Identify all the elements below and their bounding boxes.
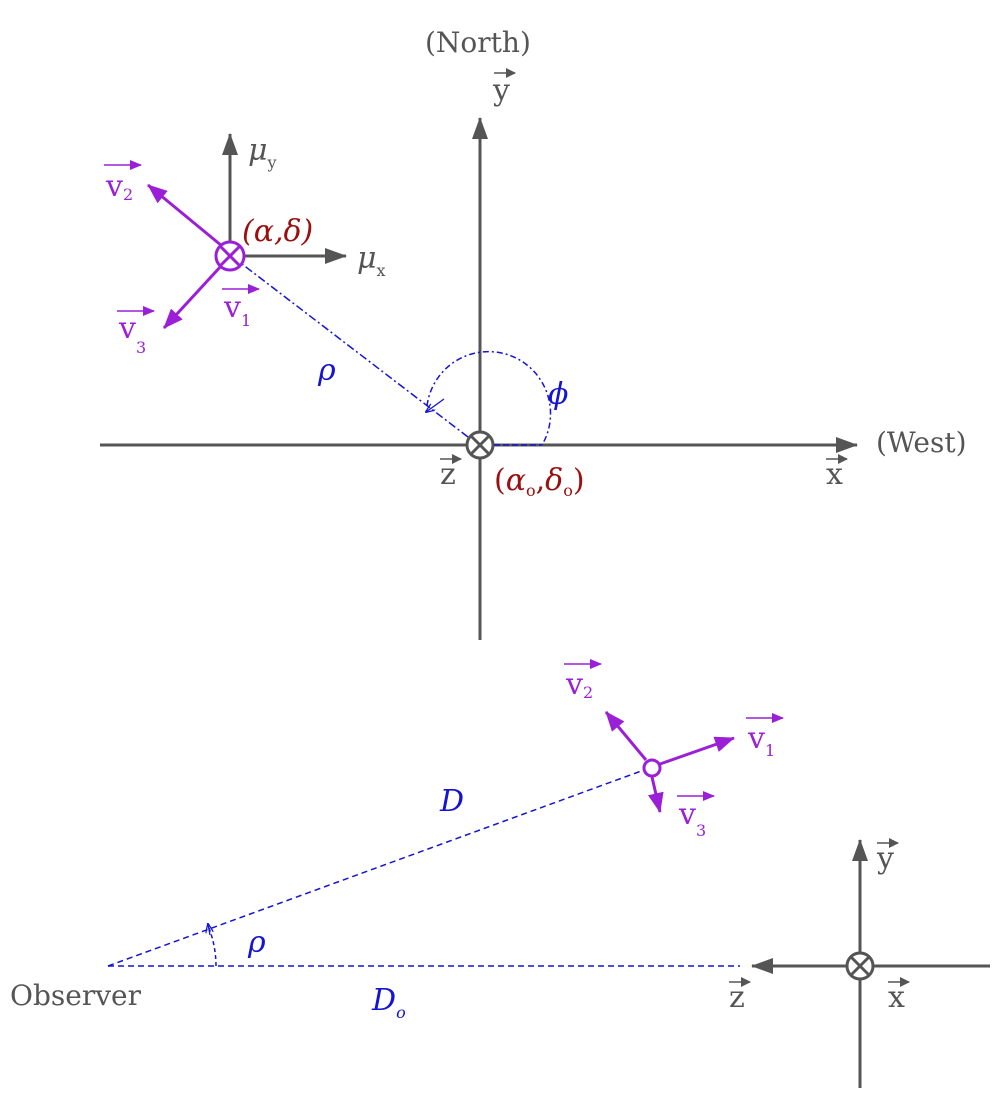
svg-text:v2: v2: [565, 667, 593, 702]
phi-arc: [426, 350, 552, 446]
origin-coord-label: (αo,δo): [494, 463, 585, 500]
top-v1-label: v1: [222, 284, 260, 330]
bottom-y-vector-label: y: [876, 838, 899, 876]
top-y-vector-label: y: [492, 68, 516, 108]
d0-label: Do: [371, 983, 406, 1022]
svg-text:z: z: [440, 457, 456, 492]
top-z-vector-label: z: [440, 454, 462, 492]
star-coord-label: (α,δ): [242, 214, 313, 249]
top-rho-arrow: [426, 398, 445, 412]
bottom-x-vector-label: x: [888, 977, 910, 1015]
bottom-panel: Observer D ρ Do v2 v1 v3 y z x: [10, 659, 990, 1088]
top-rho-label: ρ: [317, 353, 336, 388]
bottom-v2-arrow: [604, 711, 648, 761]
top-star-marker: [214, 240, 246, 272]
bottom-rho-label: ρ: [247, 925, 266, 960]
west-label: (West): [876, 426, 967, 459]
bottom-rho-arrow: [208, 924, 210, 936]
svg-text:z: z: [729, 980, 745, 1015]
svg-text:y: y: [492, 73, 510, 108]
top-v3-arrow: [162, 263, 224, 330]
mu-x-label: μx: [357, 241, 386, 280]
phi-label: ϕ: [548, 377, 568, 412]
top-v3-label: v3: [117, 306, 155, 357]
bottom-v3-arrow: [647, 776, 664, 813]
bottom-v3-label: v3: [677, 791, 715, 840]
top-v2-label: v2: [104, 160, 142, 204]
top-v2-arrow: [147, 183, 223, 248]
top-rho-line: [241, 263, 469, 438]
d-line: [107, 769, 645, 967]
svg-text:v1: v1: [223, 290, 251, 330]
svg-text:v1: v1: [747, 721, 775, 760]
bottom-star-marker: [642, 758, 662, 778]
bottom-v2-label: v2: [564, 659, 602, 702]
top-panel: (North) (West) y x z (αo,δo) (α,δ) μy μx: [100, 26, 967, 640]
bottom-origin-marker: [845, 951, 875, 981]
d-label: D: [439, 784, 464, 819]
observer-label: Observer: [10, 979, 142, 1012]
bottom-v1-label: v1: [746, 713, 784, 760]
mu-y-label: μy: [248, 133, 277, 172]
bottom-z-vector-label: z: [729, 977, 751, 1015]
svg-text:x: x: [888, 980, 905, 1015]
svg-text:v3: v3: [118, 311, 146, 357]
top-x-vector-label: x: [826, 454, 848, 492]
svg-text:v2: v2: [105, 169, 133, 204]
top-origin-marker: [465, 430, 495, 460]
svg-text:v3: v3: [678, 797, 706, 840]
north-label: (North): [425, 26, 531, 59]
bottom-v1-arrow: [659, 736, 735, 766]
svg-text:x: x: [826, 457, 843, 492]
svg-text:y: y: [876, 841, 894, 876]
